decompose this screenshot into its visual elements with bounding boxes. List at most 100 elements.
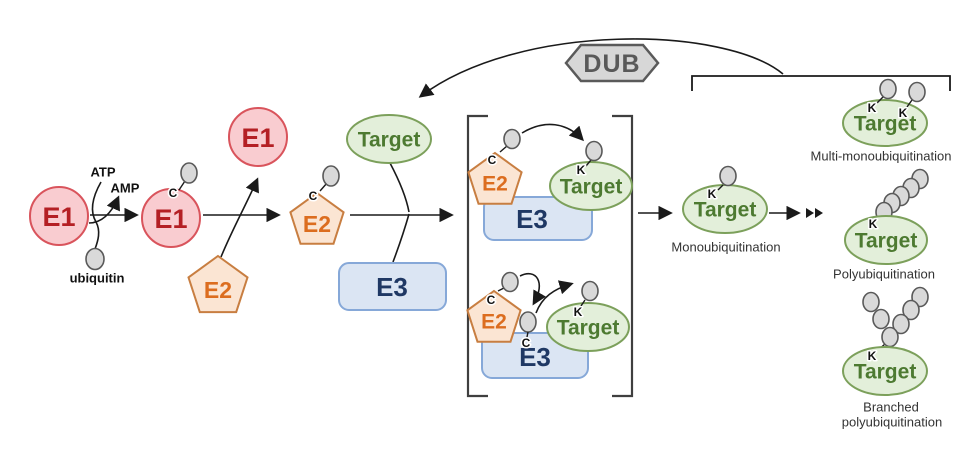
amp-arrow xyxy=(88,195,120,224)
ubiquitin-icon xyxy=(872,308,890,330)
e3-shape xyxy=(483,196,593,241)
e2-ub-shape xyxy=(289,191,345,245)
lysine-label: K xyxy=(868,349,877,363)
free-e3-label: E3 xyxy=(376,272,408,302)
e2-exchange-curve xyxy=(220,177,259,258)
stage-e2-charged: E2 C xyxy=(289,165,345,245)
free-e2-shape xyxy=(187,254,249,314)
e2-shape xyxy=(466,289,522,343)
ubiquitin-icon xyxy=(322,165,340,187)
ubiquitin-icon xyxy=(862,291,880,313)
multi-step-arrow xyxy=(769,205,823,221)
complex-bracket-left xyxy=(466,114,488,398)
e3-complex-top: E3 E2 Target C K xyxy=(467,123,633,241)
atp-label: ATP xyxy=(90,165,115,180)
stage-e1-charged: E1 C xyxy=(141,162,201,248)
mono-caption: Monoubiquitination xyxy=(671,240,780,255)
ubiquitin-icon xyxy=(503,128,521,150)
ubiquitin-icon xyxy=(719,165,737,187)
ub-connector xyxy=(906,99,913,108)
free-target-label: Target xyxy=(358,129,421,152)
ub-to-target-arrow xyxy=(535,280,574,314)
ub-connector xyxy=(497,287,505,292)
ub-connector xyxy=(499,145,508,153)
ubiquitin-icon xyxy=(892,313,910,335)
e2-label: E2 xyxy=(482,173,508,196)
lysine-label: K xyxy=(899,106,908,120)
complex-bracket-right xyxy=(612,114,634,398)
target-shape xyxy=(546,302,630,352)
target-label: Target xyxy=(854,361,917,384)
ubiquitin-icon xyxy=(881,326,899,348)
output-polyubiquitination: Target K Polyubiquitination xyxy=(833,168,935,282)
ub-connector xyxy=(580,299,586,307)
e3-label: E3 xyxy=(519,342,551,372)
branched-caption-line2: polyubiquitination xyxy=(842,415,942,430)
cysteine-label: C xyxy=(309,189,318,203)
lysine-label: K xyxy=(577,163,586,177)
released-e1-shape xyxy=(228,107,288,167)
dub-arrow xyxy=(418,38,784,98)
target-shape xyxy=(844,215,928,265)
stage-substrate-recruitment: Target E3 xyxy=(338,114,454,311)
e2-ub-label: E2 xyxy=(303,211,331,237)
ubiquitin-icon xyxy=(902,299,920,321)
target-shape xyxy=(842,99,928,147)
ubiquitin-icon xyxy=(908,81,926,103)
extra-arrowhead xyxy=(815,208,823,218)
target-label: Target xyxy=(854,113,917,136)
e2-label: E2 xyxy=(481,311,507,334)
e3-complex-bottom: E3 E2 Target C C K xyxy=(466,271,630,379)
dub-recycling: DUB xyxy=(418,38,784,98)
output-multi-monoubiquitination: Target K K Multi-monoubiquitination xyxy=(811,78,952,164)
e1-ub-enzyme-label: E1 xyxy=(154,204,187,234)
e1-ub-enzyme-shape xyxy=(141,188,201,248)
lysine-label: K xyxy=(708,187,717,201)
ubiquitin-icon xyxy=(85,247,105,271)
ub-connector xyxy=(178,180,186,191)
lysine-label: K xyxy=(869,217,878,231)
amp-label: AMP xyxy=(111,181,140,196)
cysteine-label: C xyxy=(488,153,497,167)
ub-to-e3-arrow xyxy=(519,273,546,306)
target-shape xyxy=(549,161,633,211)
stage-e1-activation: E1 ATP AMP ubiquitin xyxy=(29,165,140,286)
outputs-bracket xyxy=(691,75,951,91)
e1-enzyme-shape xyxy=(29,186,89,246)
stage-transfer-to-e2: E1 E2 xyxy=(187,107,288,314)
lysine-label: K xyxy=(574,305,583,319)
ubiquitin-icon xyxy=(585,140,603,162)
e1-enzyme-label: E1 xyxy=(42,202,75,232)
ubiquitin-icon xyxy=(501,271,519,293)
ubiquitin-icon xyxy=(519,311,537,333)
e3-join-curve xyxy=(392,213,410,263)
ub-connector xyxy=(526,331,529,338)
cysteine-label: C xyxy=(169,186,178,200)
ubiquitin-icon xyxy=(581,280,599,302)
branched-caption-line1: Branched xyxy=(863,400,919,415)
multi-mono-caption: Multi-monoubiquitination xyxy=(811,149,952,164)
ubiquitin-icon xyxy=(180,162,198,184)
free-target-shape xyxy=(346,114,432,164)
target-label: Target xyxy=(855,230,918,253)
free-e2-label: E2 xyxy=(204,277,232,303)
ub-connector xyxy=(717,184,724,191)
target-label: Target xyxy=(694,199,757,222)
cysteine-label: C xyxy=(522,336,531,350)
ub-transfer-arrow xyxy=(521,123,584,142)
output-branched-polyubiquitination: Target K Branched polyubiquitination xyxy=(842,286,942,430)
lysine-label: K xyxy=(868,101,877,115)
e2-shape xyxy=(467,151,523,205)
released-e1-label: E1 xyxy=(241,123,274,153)
ubiquitin-icon xyxy=(879,78,897,100)
ubiquitin-label: ubiquitin xyxy=(70,271,125,286)
target-label: Target xyxy=(560,176,623,199)
target-shape xyxy=(842,346,928,396)
dub-shape xyxy=(564,43,660,83)
output-monoubiquitination: Target K Monoubiquitination xyxy=(638,165,781,255)
cysteine-label: C xyxy=(487,293,496,307)
target-label: Target xyxy=(557,317,620,340)
poly-caption: Polyubiquitination xyxy=(833,267,935,282)
